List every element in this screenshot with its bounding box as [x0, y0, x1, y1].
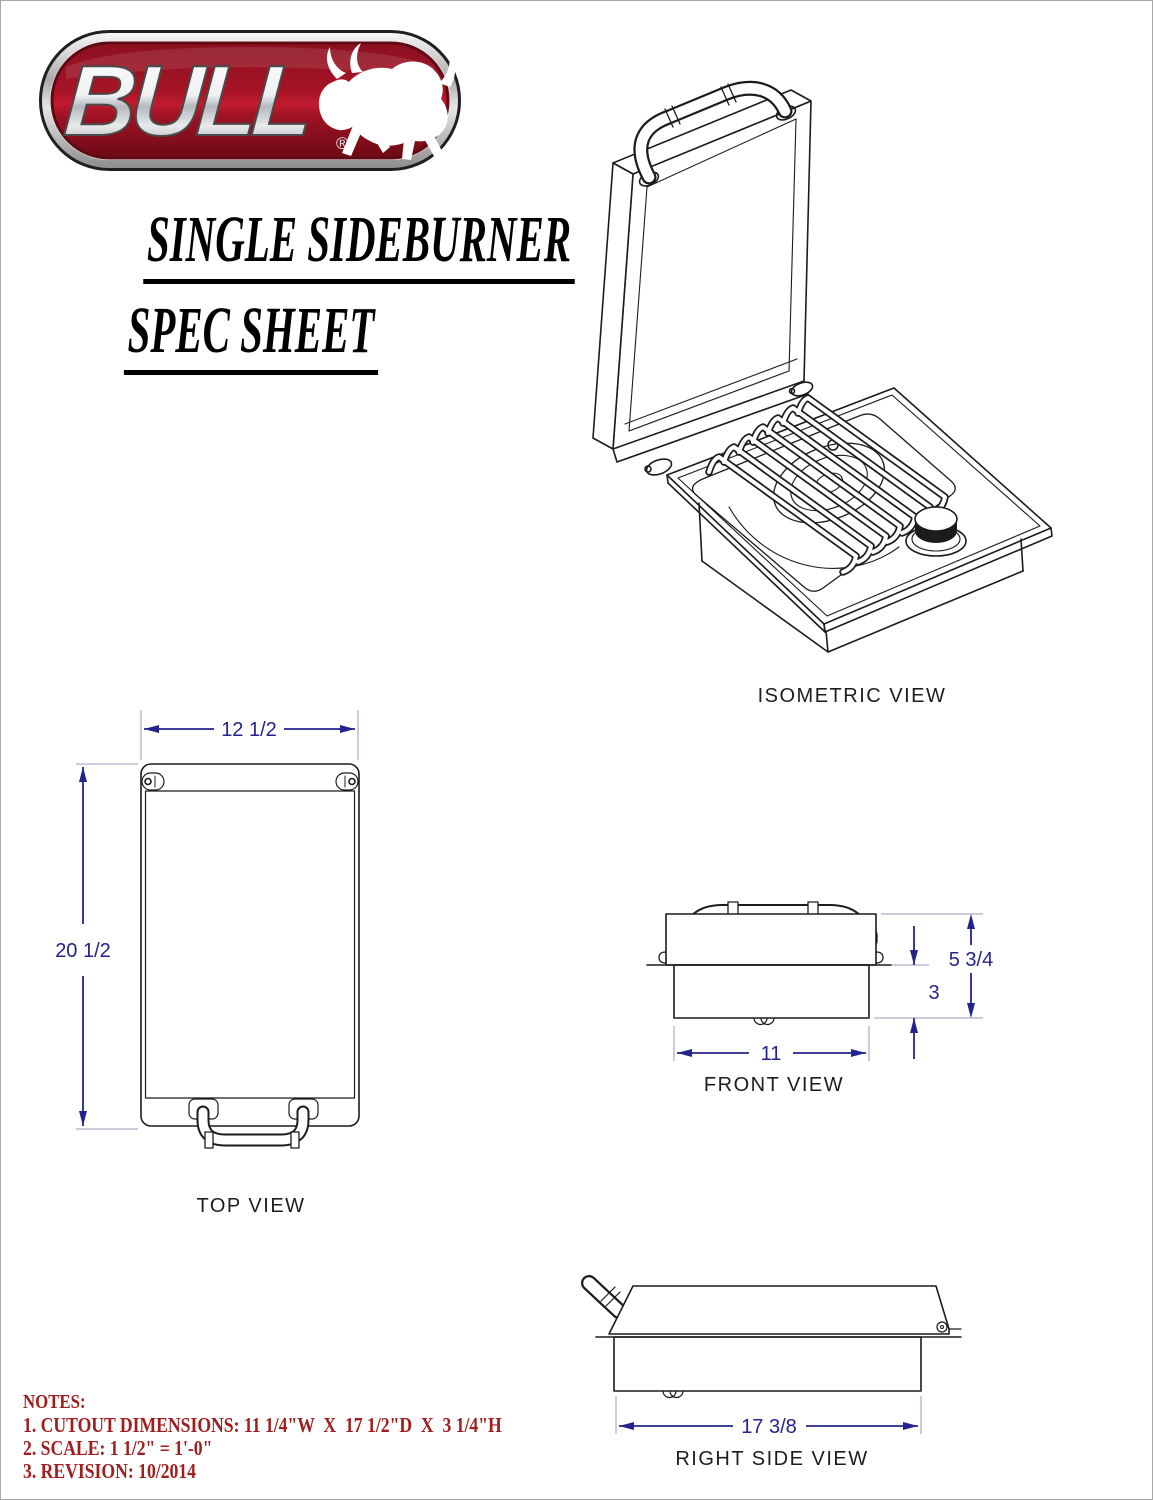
notes-heading: NOTES: — [23, 1391, 86, 1413]
notes-block: NOTES: 1. CUTOUT DIMENSIONS: 11 1/4"W X … — [23, 1391, 593, 1483]
brand-text: BULL — [61, 45, 312, 157]
note-item: 2. SCALE: 1 1/2" = 1'-0" — [23, 1436, 213, 1460]
dim-front-height-below: 3 — [928, 982, 939, 1004]
page-title-line2: SPEC SHEET — [123, 298, 379, 375]
dim-top-depth: 20 1/2 — [55, 940, 111, 962]
view-label-top: TOP VIEW — [196, 1195, 306, 1217]
note-item: 3. REVISION: 10/2014 — [23, 1459, 197, 1483]
view-label-isometric: ISOMETRIC VIEW — [757, 685, 947, 707]
isometric-view-drawing — [592, 80, 1053, 653]
dim-front-height-total: 5 3/4 — [949, 949, 993, 971]
top-view-drawing: 12 1/2 20 1/2 — [55, 710, 360, 1149]
page-title-line1: SINGLE SIDEBURNER — [143, 207, 575, 284]
note-item: 1. CUTOUT DIMENSIONS: 11 1/4"W X 17 1/2"… — [23, 1413, 502, 1437]
bull-icon — [318, 43, 456, 160]
dim-front-width: 11 — [761, 1043, 782, 1065]
dim-top-width: 12 1/2 — [221, 719, 277, 741]
front-view-drawing: 11 5 3/4 3 — [646, 901, 993, 1065]
bull-logo: BULL ® — [39, 30, 461, 171]
view-label-front: FRONT VIEW — [703, 1074, 845, 1096]
right-side-view-drawing: 17 3/8 — [581, 1275, 962, 1438]
view-label-right-side: RIGHT SIDE VIEW — [675, 1448, 869, 1470]
page-title: SINGLE SIDEBURNER SPEC SHEET — [11, 207, 575, 375]
dim-side-depth: 17 3/8 — [741, 1416, 797, 1438]
